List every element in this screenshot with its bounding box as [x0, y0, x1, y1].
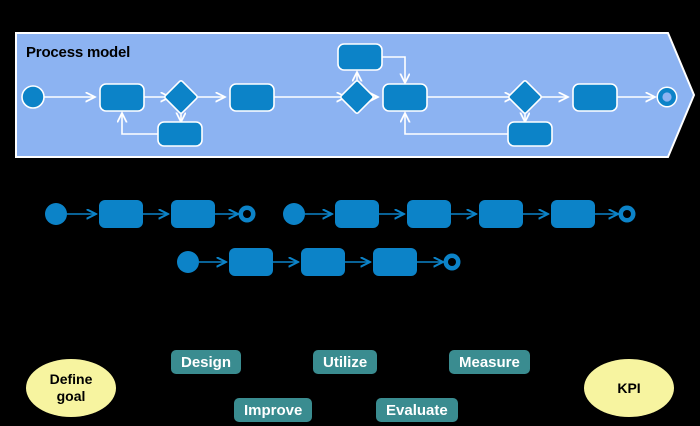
instance-task[interactable] — [335, 200, 379, 228]
task-loop-1[interactable] — [157, 121, 203, 147]
instance-row-1 — [45, 200, 256, 228]
instance-end-event[interactable] — [618, 205, 636, 223]
banner-nodes — [21, 43, 678, 147]
tag-improve[interactable]: Improve — [234, 398, 313, 422]
instance-task[interactable] — [551, 200, 595, 228]
instance-task[interactable] — [99, 200, 143, 228]
instance-start-event[interactable] — [45, 203, 67, 225]
end-event[interactable] — [656, 86, 678, 108]
tag-measure[interactable]: Measure — [449, 350, 530, 374]
tag-design[interactable]: Design — [171, 350, 242, 374]
instance-start-event[interactable] — [283, 203, 305, 225]
tag-utilize[interactable]: Utilize — [313, 350, 378, 374]
instance-task[interactable] — [301, 248, 345, 276]
task-2[interactable] — [229, 83, 275, 112]
instance-task[interactable] — [171, 200, 215, 228]
task-loop-2[interactable] — [507, 121, 553, 147]
define-goal-oval[interactable] — [26, 359, 116, 417]
task-4[interactable] — [572, 83, 618, 112]
task-3[interactable] — [382, 83, 428, 112]
task-1[interactable] — [99, 83, 145, 112]
instance-task[interactable] — [229, 248, 273, 276]
instance-rows — [45, 200, 636, 276]
task-branch-1[interactable] — [337, 43, 383, 71]
gateway-2[interactable] — [340, 80, 374, 114]
instance-start-event[interactable] — [177, 251, 199, 273]
tag-evaluate[interactable]: Evaluate — [376, 398, 458, 422]
banner-connectors — [44, 56, 655, 135]
start-event[interactable] — [21, 85, 45, 109]
instance-end-event[interactable] — [238, 205, 256, 223]
instance-row-3 — [177, 248, 461, 276]
gateway-3[interactable] — [508, 80, 542, 114]
instance-task[interactable] — [373, 248, 417, 276]
gateway-1[interactable] — [164, 80, 198, 114]
instance-task[interactable] — [407, 200, 451, 228]
instance-row-2 — [283, 200, 636, 228]
kpi-oval[interactable] — [584, 359, 674, 417]
lifecycle-ovals — [26, 359, 674, 417]
instance-end-event[interactable] — [443, 253, 461, 271]
page-title: Process model — [26, 44, 131, 61]
instance-task[interactable] — [479, 200, 523, 228]
